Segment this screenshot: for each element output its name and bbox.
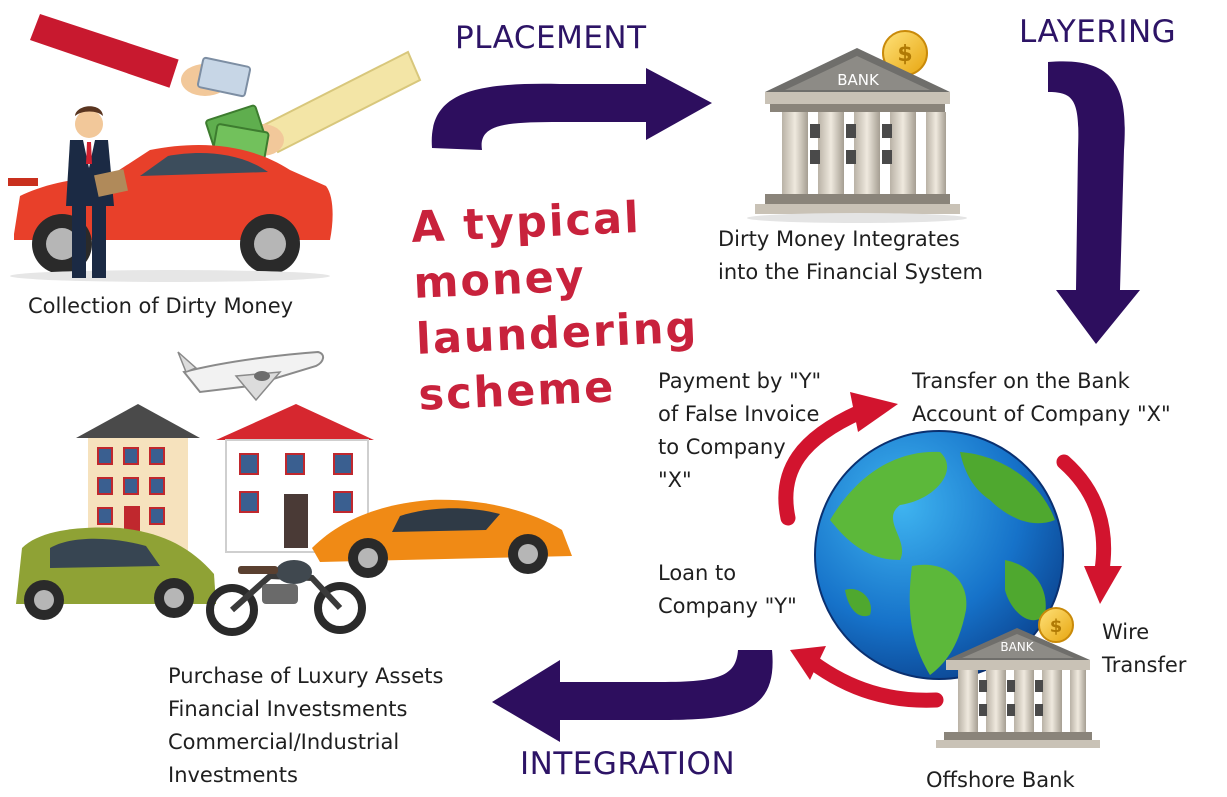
svg-text:$: $ bbox=[1050, 616, 1063, 637]
caption-transfer: Transfer on the Bank Account of Company … bbox=[912, 365, 1171, 431]
svg-text:$: $ bbox=[897, 42, 912, 67]
caption-line: Commercial/Industrial bbox=[168, 730, 400, 754]
integration-arrow bbox=[492, 650, 773, 742]
caption-luxury-assets: Purchase of Luxury Assets Financial Inve… bbox=[168, 660, 443, 792]
airplane-icon bbox=[177, 350, 324, 402]
caption-wire-transfer: Wire Transfer bbox=[1102, 616, 1186, 682]
offshore-bank-icon: $ bbox=[936, 607, 1100, 748]
caption-line: Transfer bbox=[1102, 653, 1187, 677]
stage-label-placement: PLACEMENT bbox=[455, 20, 647, 56]
caption-line: into the Financial System bbox=[718, 260, 983, 284]
caption-payment: Payment by "Y" of False Invoice to Compa… bbox=[658, 365, 821, 497]
cycle-arrow-payment bbox=[778, 392, 898, 526]
bank-sign: BANK bbox=[837, 71, 879, 89]
caption-line: Account of Company "X" bbox=[912, 402, 1171, 426]
caption-line: Transfer on the Bank bbox=[912, 369, 1130, 393]
sports-car-orange-icon bbox=[312, 499, 572, 578]
placement-arrow bbox=[431, 68, 712, 150]
sports-car-red-icon bbox=[8, 144, 333, 282]
caption-line: Loan to bbox=[658, 561, 737, 585]
caption-line: Purchase of Luxury Assets bbox=[168, 664, 444, 688]
globe-icon bbox=[814, 430, 1064, 680]
caption-line: of False Invoice bbox=[658, 402, 820, 426]
offshore-bank-sign: BANK bbox=[1000, 640, 1034, 654]
payment-card-hand-icon bbox=[30, 14, 252, 98]
caption-collection: Collection of Dirty Money bbox=[28, 294, 294, 318]
caption-line: Company "Y" bbox=[658, 594, 797, 618]
cycle-arrow-wire bbox=[1056, 454, 1122, 604]
caption-line: Investments bbox=[168, 763, 298, 787]
caption-line: Financial Investsments bbox=[168, 697, 408, 721]
caption-bank: Dirty Money Integrates into the Financia… bbox=[718, 223, 983, 289]
cycle-arrow-loan bbox=[790, 646, 944, 708]
house-icon bbox=[216, 404, 374, 553]
bank-icon: $ bbox=[747, 30, 967, 223]
caption-line: to Company bbox=[658, 435, 786, 459]
stage-label-integration: INTEGRATION bbox=[520, 746, 736, 782]
hatchback-car-green-icon bbox=[16, 527, 216, 620]
caption-line: "X" bbox=[658, 468, 692, 492]
stage-label-layering: LAYERING bbox=[1019, 14, 1177, 50]
caption-line: Payment by "Y" bbox=[658, 369, 822, 393]
caption-loan: Loan to Company "Y" bbox=[658, 557, 797, 623]
businessman-icon bbox=[66, 106, 128, 278]
layering-arrow bbox=[1048, 61, 1140, 345]
caption-offshore-bank: Offshore Bank bbox=[926, 768, 1075, 792]
caption-line: Dirty Money Integrates bbox=[718, 227, 960, 251]
motorcycle-icon bbox=[206, 560, 366, 636]
caption-line: Wire bbox=[1102, 620, 1150, 644]
